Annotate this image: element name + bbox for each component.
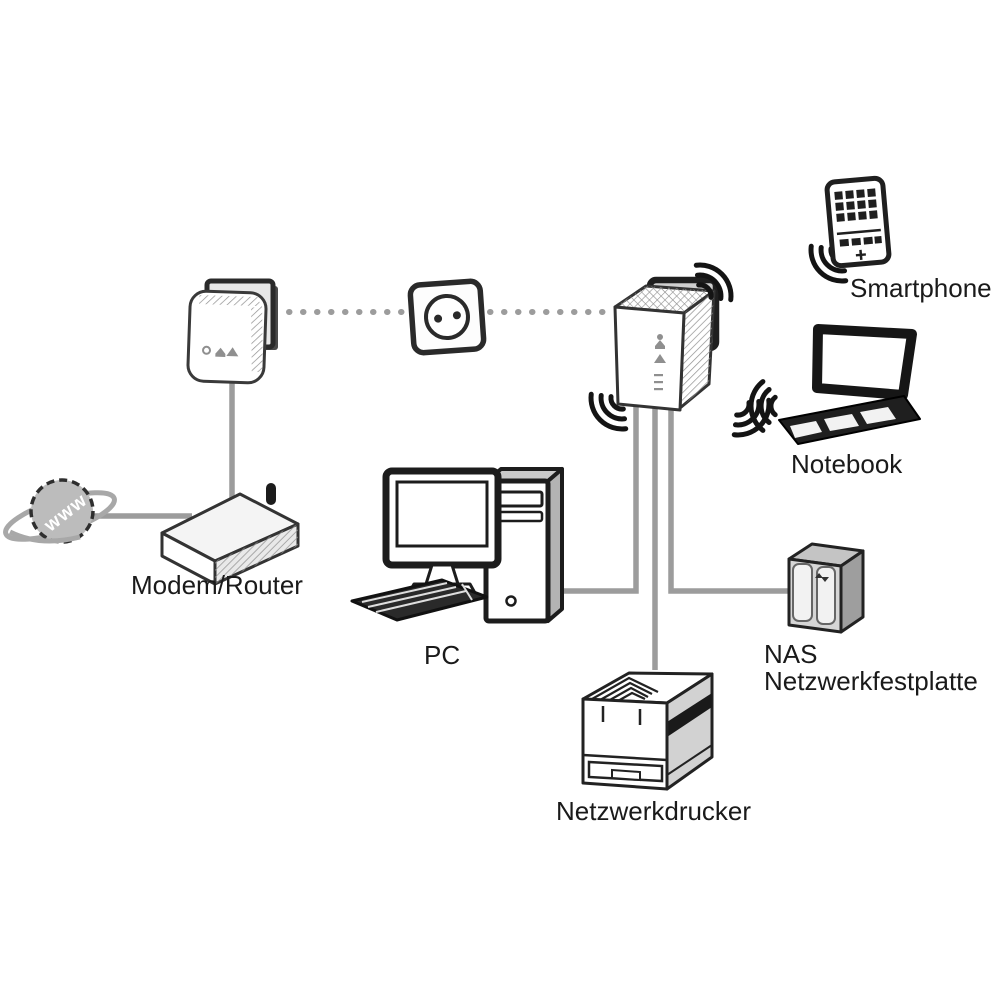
smartphone-label: Smartphone [850, 273, 992, 303]
nas-label-line1: NAS [764, 639, 817, 669]
desktop-pc-icon [350, 467, 564, 624]
nas-icon [787, 542, 865, 634]
pc-label: PC [424, 640, 460, 670]
nas-logo-mark [815, 573, 829, 582]
adapter1-vents-top [199, 295, 262, 307]
notebook-icon [751, 324, 921, 445]
drive-bay [792, 563, 813, 622]
modem-router-label: Modem/Router [131, 570, 303, 600]
notebook-screen [812, 324, 917, 400]
www-globe-icon: www [3, 478, 117, 544]
monitor-screen [395, 480, 489, 548]
nas-label-line2: Netzwerkfestplatte [764, 666, 978, 696]
keyboard [350, 578, 489, 622]
adapter2-led-indicators [654, 334, 666, 391]
notebook-label: Notebook [791, 449, 903, 479]
printer-label: Netzwerkdrucker [556, 796, 751, 826]
home-button [855, 249, 866, 260]
dock-row [839, 236, 882, 247]
router-antenna [266, 483, 276, 505]
wall-socket-icon [407, 278, 487, 356]
powerline-adapter-icon [186, 278, 278, 385]
app-grid [834, 188, 878, 222]
paper-tray [587, 760, 664, 783]
wifi-powerline-adapter-icon [583, 257, 777, 443]
cable-adapter2-to-pc [553, 403, 639, 594]
printer-icon [581, 671, 714, 791]
adapter1-led-indicators [202, 345, 239, 357]
adapter1-vents-side [251, 306, 263, 373]
smartphone-icon [803, 175, 892, 289]
modem-router-icon [160, 483, 300, 586]
drive-bay [816, 566, 836, 625]
notebook-keys [790, 407, 896, 438]
cable-adapter2-to-nas [668, 403, 792, 594]
printer-side-stripe [667, 693, 712, 737]
power-button [505, 595, 517, 607]
